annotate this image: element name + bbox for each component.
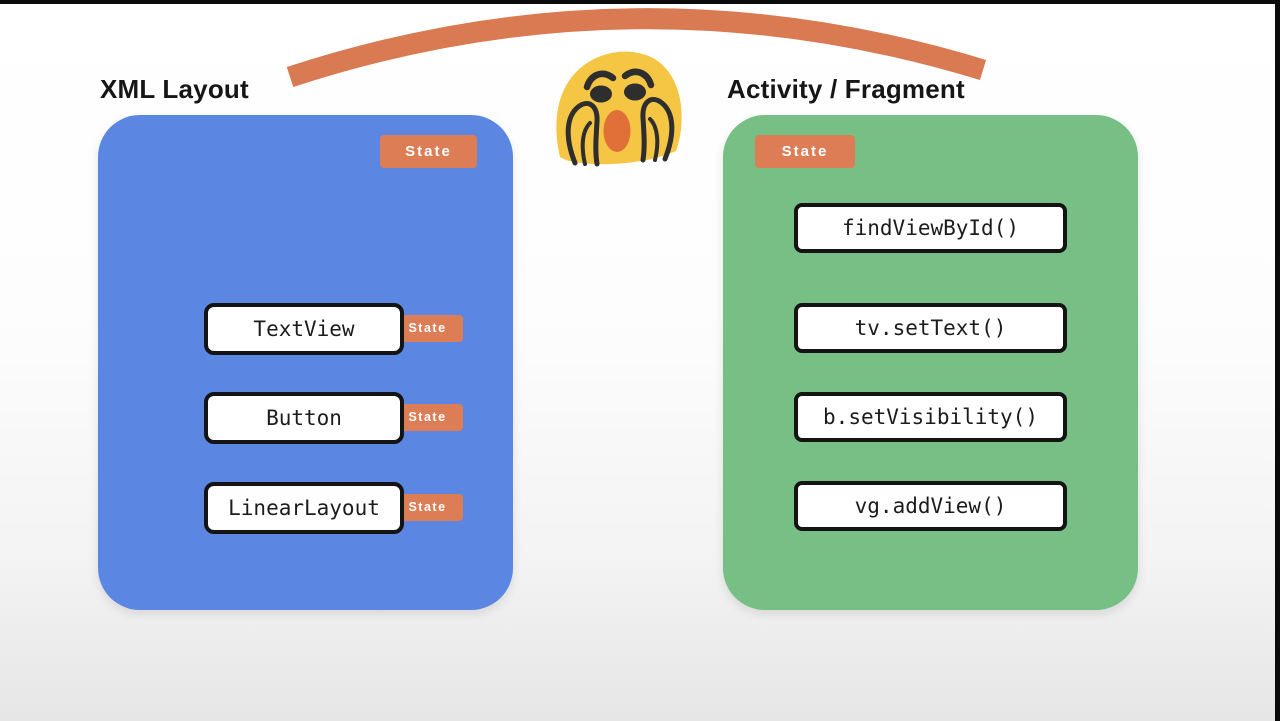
setvisibility-box: b.setVisibility() bbox=[794, 392, 1067, 442]
xml-layout-panel: State State TextView State Button State … bbox=[98, 115, 513, 610]
letterbox-top-bar bbox=[0, 0, 1280, 4]
xml-layout-heading: XML Layout bbox=[100, 74, 249, 104]
findviewbyid-box: findViewById() bbox=[794, 203, 1067, 253]
settext-box: tv.setText() bbox=[794, 303, 1067, 353]
textview-box: TextView bbox=[204, 303, 404, 355]
state-badge: State bbox=[380, 135, 477, 168]
screaming-face-emoji bbox=[552, 46, 688, 174]
letterbox-right-bar bbox=[1275, 0, 1280, 721]
arc-connector-icon bbox=[286, 8, 987, 87]
activity-fragment-panel: State findViewById() tv.setText() b.setV… bbox=[723, 115, 1138, 610]
addview-box: vg.addView() bbox=[794, 481, 1067, 531]
activity-fragment-heading: Activity / Fragment bbox=[727, 74, 965, 104]
state-badge: State bbox=[755, 135, 855, 168]
linearlayout-box: LinearLayout bbox=[204, 482, 404, 534]
button-box: Button bbox=[204, 392, 404, 444]
